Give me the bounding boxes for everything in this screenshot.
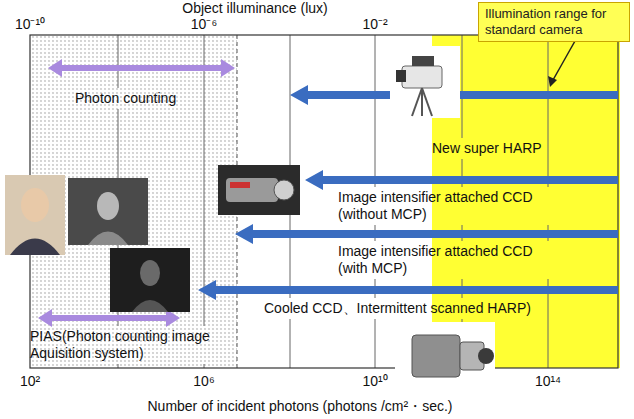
callout-arrowhead xyxy=(548,76,557,87)
grid-line xyxy=(290,319,291,368)
range-arrow xyxy=(235,224,618,244)
portrait-photo xyxy=(5,175,65,255)
range-label: Image intensifier attached CCD (with MCP… xyxy=(338,243,563,277)
range-label: Photon counting xyxy=(75,90,176,107)
plot-frame xyxy=(30,35,618,368)
grid-line xyxy=(462,35,463,138)
broadcast-camera-photo xyxy=(390,46,460,118)
tick-label: 10¹⁰ xyxy=(362,373,387,390)
range-double-arrow xyxy=(48,59,235,77)
axis-title: Object illuminance (lux) xyxy=(182,0,328,17)
photon-image-photo xyxy=(110,248,190,312)
tick-label: 10⁶ xyxy=(193,373,214,390)
range-label: New super HARP xyxy=(432,140,542,157)
range-label: Image intensifier attached CCD (without … xyxy=(338,189,563,223)
range-label: Cooled CCD、Intermittent scanned HARP) xyxy=(264,300,531,317)
grid-line xyxy=(375,319,376,368)
intensifier-ccd-photo xyxy=(218,165,300,215)
tick-label: 10⁻¹⁰ xyxy=(15,16,45,33)
range-arrow xyxy=(305,170,618,190)
axis-title: Number of incident photons (photons /cm²… xyxy=(147,398,452,415)
callout-text: Illumination range for standard camera xyxy=(485,6,623,38)
tick-label: 10⁻² xyxy=(362,16,387,33)
industrial-camera-photo xyxy=(395,322,495,395)
grid-line xyxy=(118,35,119,88)
range-label: PIAS(Photon counting image Aquisition sy… xyxy=(30,328,230,362)
callout-box: Illumination range for standard camera xyxy=(478,2,630,42)
callout-leader xyxy=(553,41,575,80)
tick-label: 10¹⁴ xyxy=(535,373,561,390)
grid-line xyxy=(204,35,205,326)
tick-label: 10⁻⁶ xyxy=(191,16,217,33)
grid-line xyxy=(375,35,376,187)
grid-line xyxy=(548,40,549,187)
photon-image-photo xyxy=(68,178,148,245)
tick-label: 10² xyxy=(20,373,40,390)
range-arrow xyxy=(198,280,618,300)
